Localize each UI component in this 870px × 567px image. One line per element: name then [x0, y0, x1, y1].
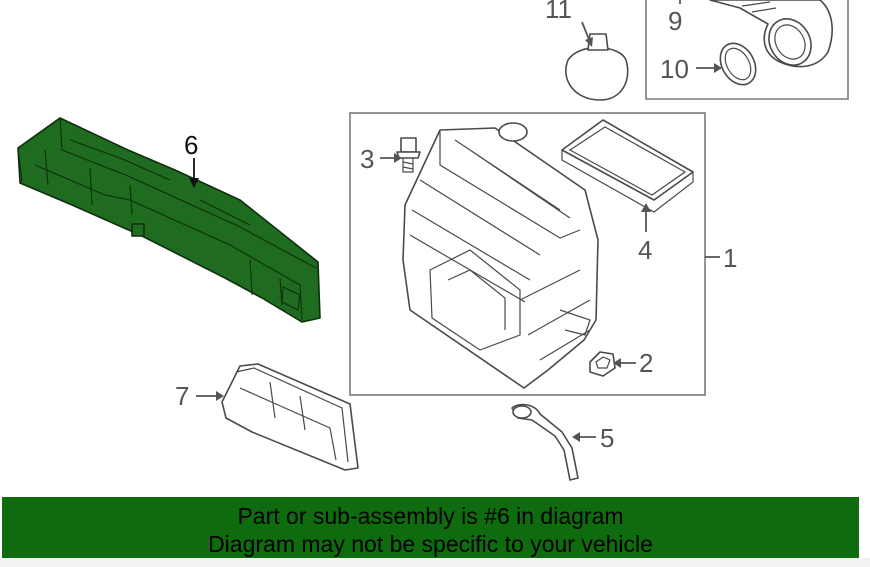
- callout-11: 11: [545, 0, 572, 24]
- leader-7-arrow: [216, 391, 224, 401]
- part-11-clamp[interactable]: [565, 33, 629, 101]
- assembly-box-hose: [645, 0, 849, 100]
- callout-7: 7: [175, 381, 189, 411]
- part-9-hose[interactable]: [709, 0, 833, 73]
- part-2-grommet[interactable]: [589, 351, 616, 377]
- leader-2-arrow: [613, 358, 621, 368]
- info-banner: Part or sub-assembly is #6 in diagram Di…: [2, 497, 859, 558]
- part-3-bolt[interactable]: [396, 137, 421, 173]
- callout-9: 9: [668, 6, 682, 36]
- leader-11-arrow: [585, 37, 593, 47]
- callout-1: 1: [723, 243, 737, 273]
- callout-2: 2: [639, 348, 653, 378]
- callout-4: 4: [638, 235, 652, 265]
- banner-line-1: Part or sub-assembly is #6 in diagram: [237, 503, 624, 529]
- leader-10-arrow: [714, 63, 722, 73]
- leader-3-arrow: [394, 153, 402, 163]
- callout-10: 10: [660, 54, 689, 84]
- leader-4-arrow: [641, 203, 651, 212]
- part-1-air-cleaner[interactable]: [402, 122, 599, 389]
- part-7-inlet[interactable]: [221, 363, 359, 471]
- callout-3: 3: [360, 144, 374, 174]
- banner-line-2: Diagram may not be specific to your vehi…: [208, 531, 653, 557]
- leader-6-arrow: [189, 178, 199, 188]
- callout-5: 5: [600, 423, 614, 453]
- part-10-clamp[interactable]: [713, 37, 763, 91]
- assembly-box-1: [349, 112, 706, 396]
- callout-6: 6: [184, 130, 198, 160]
- part-6-air-duct[interactable]: [17, 117, 321, 323]
- part-5-hose[interactable]: [511, 403, 579, 481]
- leader-5-arrow: [572, 432, 580, 442]
- bottom-strip: [0, 558, 870, 567]
- part-4-filter[interactable]: [561, 119, 694, 213]
